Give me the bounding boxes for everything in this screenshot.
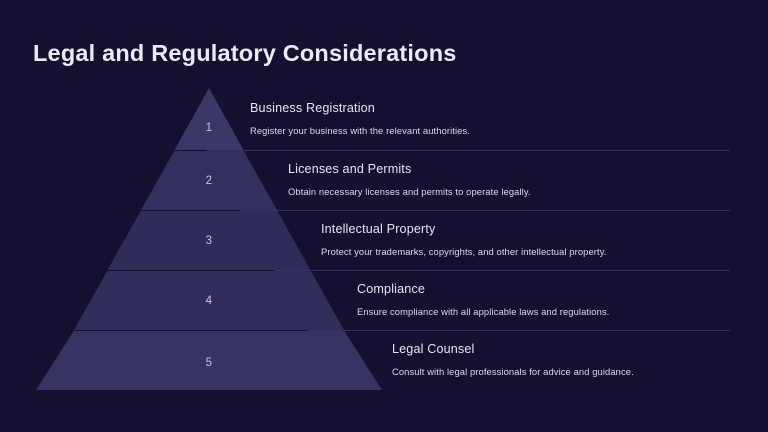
pyramid-tier-1-text: Business Registration Register your busi… xyxy=(250,101,470,136)
pyramid-tier-2-heading: Licenses and Permits xyxy=(288,162,412,176)
pyramid-tier-4-heading: Compliance xyxy=(357,282,425,296)
pyramid-tier-5-number: 5 xyxy=(205,357,213,369)
pyramid-tier-4-number: 4 xyxy=(205,295,213,307)
pyramid-tier-4-shape[interactable] xyxy=(74,271,344,330)
tier-separator-2 xyxy=(240,210,730,211)
pyramid-tier-3-description: Protect your trademarks, copyrights, and… xyxy=(321,246,607,257)
pyramid-tier-2-text: Licenses and Permits Obtain necessary li… xyxy=(288,162,531,197)
tier-separator-4 xyxy=(308,330,730,331)
pyramid-tier-3-heading: Intellectual Property xyxy=(321,222,436,236)
pyramid-tier-5-text: Legal Counsel Consult with legal profess… xyxy=(392,342,634,377)
pyramid-tier-2-description: Obtain necessary licenses and permits to… xyxy=(288,186,531,197)
pyramid-tier-5-description: Consult with legal professionals for adv… xyxy=(392,366,634,377)
pyramid-tier-3-shape[interactable] xyxy=(107,211,311,270)
pyramid-tier-1-description: Register your business with the relevant… xyxy=(250,125,470,136)
pyramid-tier-5-heading: Legal Counsel xyxy=(392,342,475,356)
pyramid-tier-5-shape[interactable] xyxy=(36,331,382,390)
tier-separator-3 xyxy=(275,270,730,271)
pyramid-tier-1-heading: Business Registration xyxy=(250,101,375,115)
page-title: Legal and Regulatory Considerations xyxy=(33,40,457,66)
pyramid-tier-4-description: Ensure compliance with all applicable la… xyxy=(357,306,610,317)
pyramid-tier-3-number: 3 xyxy=(205,235,213,247)
pyramid-tier-4-text: Compliance Ensure compliance with all ap… xyxy=(357,282,609,317)
tier-separator-1 xyxy=(207,150,730,151)
pyramid-tier-2-shape[interactable] xyxy=(141,151,277,210)
pyramid-tier-1-number: 1 xyxy=(205,122,213,134)
pyramid-tier-2-number: 2 xyxy=(205,175,213,187)
pyramid-tier-3-text: Intellectual Property Protect your trade… xyxy=(321,222,607,257)
pyramid-tier-1-shape[interactable] xyxy=(174,88,244,150)
